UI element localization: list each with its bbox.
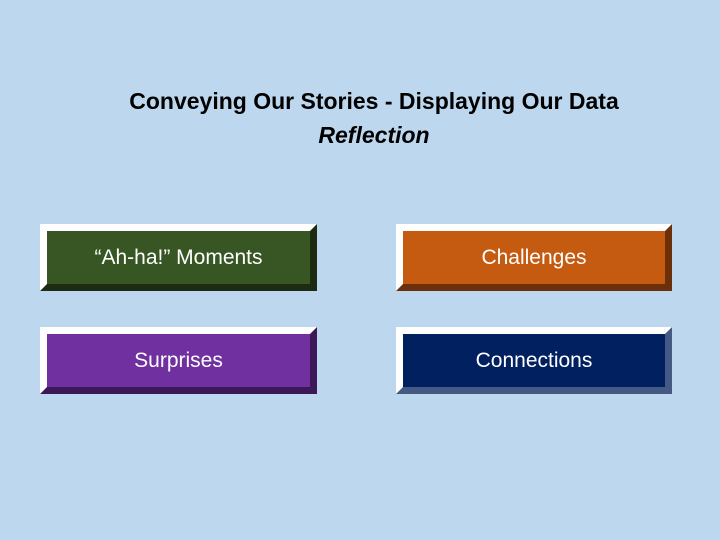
box-connections: Connections xyxy=(396,327,672,394)
title-subtitle: Reflection xyxy=(318,122,430,148)
box-ah-ha-moments-label: “Ah-ha!” Moments xyxy=(94,245,263,269)
box-ah-ha-moments: “Ah-ha!” Moments xyxy=(40,224,317,291)
box-challenges: Challenges xyxy=(396,224,672,291)
box-surprises-face: Surprises xyxy=(47,334,310,387)
box-connections-label: Connections xyxy=(475,348,593,372)
box-challenges-face: Challenges xyxy=(403,231,665,284)
box-challenges-label: Challenges xyxy=(481,245,587,269)
box-surprises: Surprises xyxy=(40,327,317,394)
box-surprises-label: Surprises xyxy=(134,348,223,372)
slide-title: Conveying Our Stories - Displaying Our D… xyxy=(0,84,720,152)
title-main: Conveying Our Stories - Displaying Our D… xyxy=(129,88,619,114)
box-ah-ha-moments-face: “Ah-ha!” Moments xyxy=(47,231,310,284)
box-connections-face: Connections xyxy=(403,334,665,387)
